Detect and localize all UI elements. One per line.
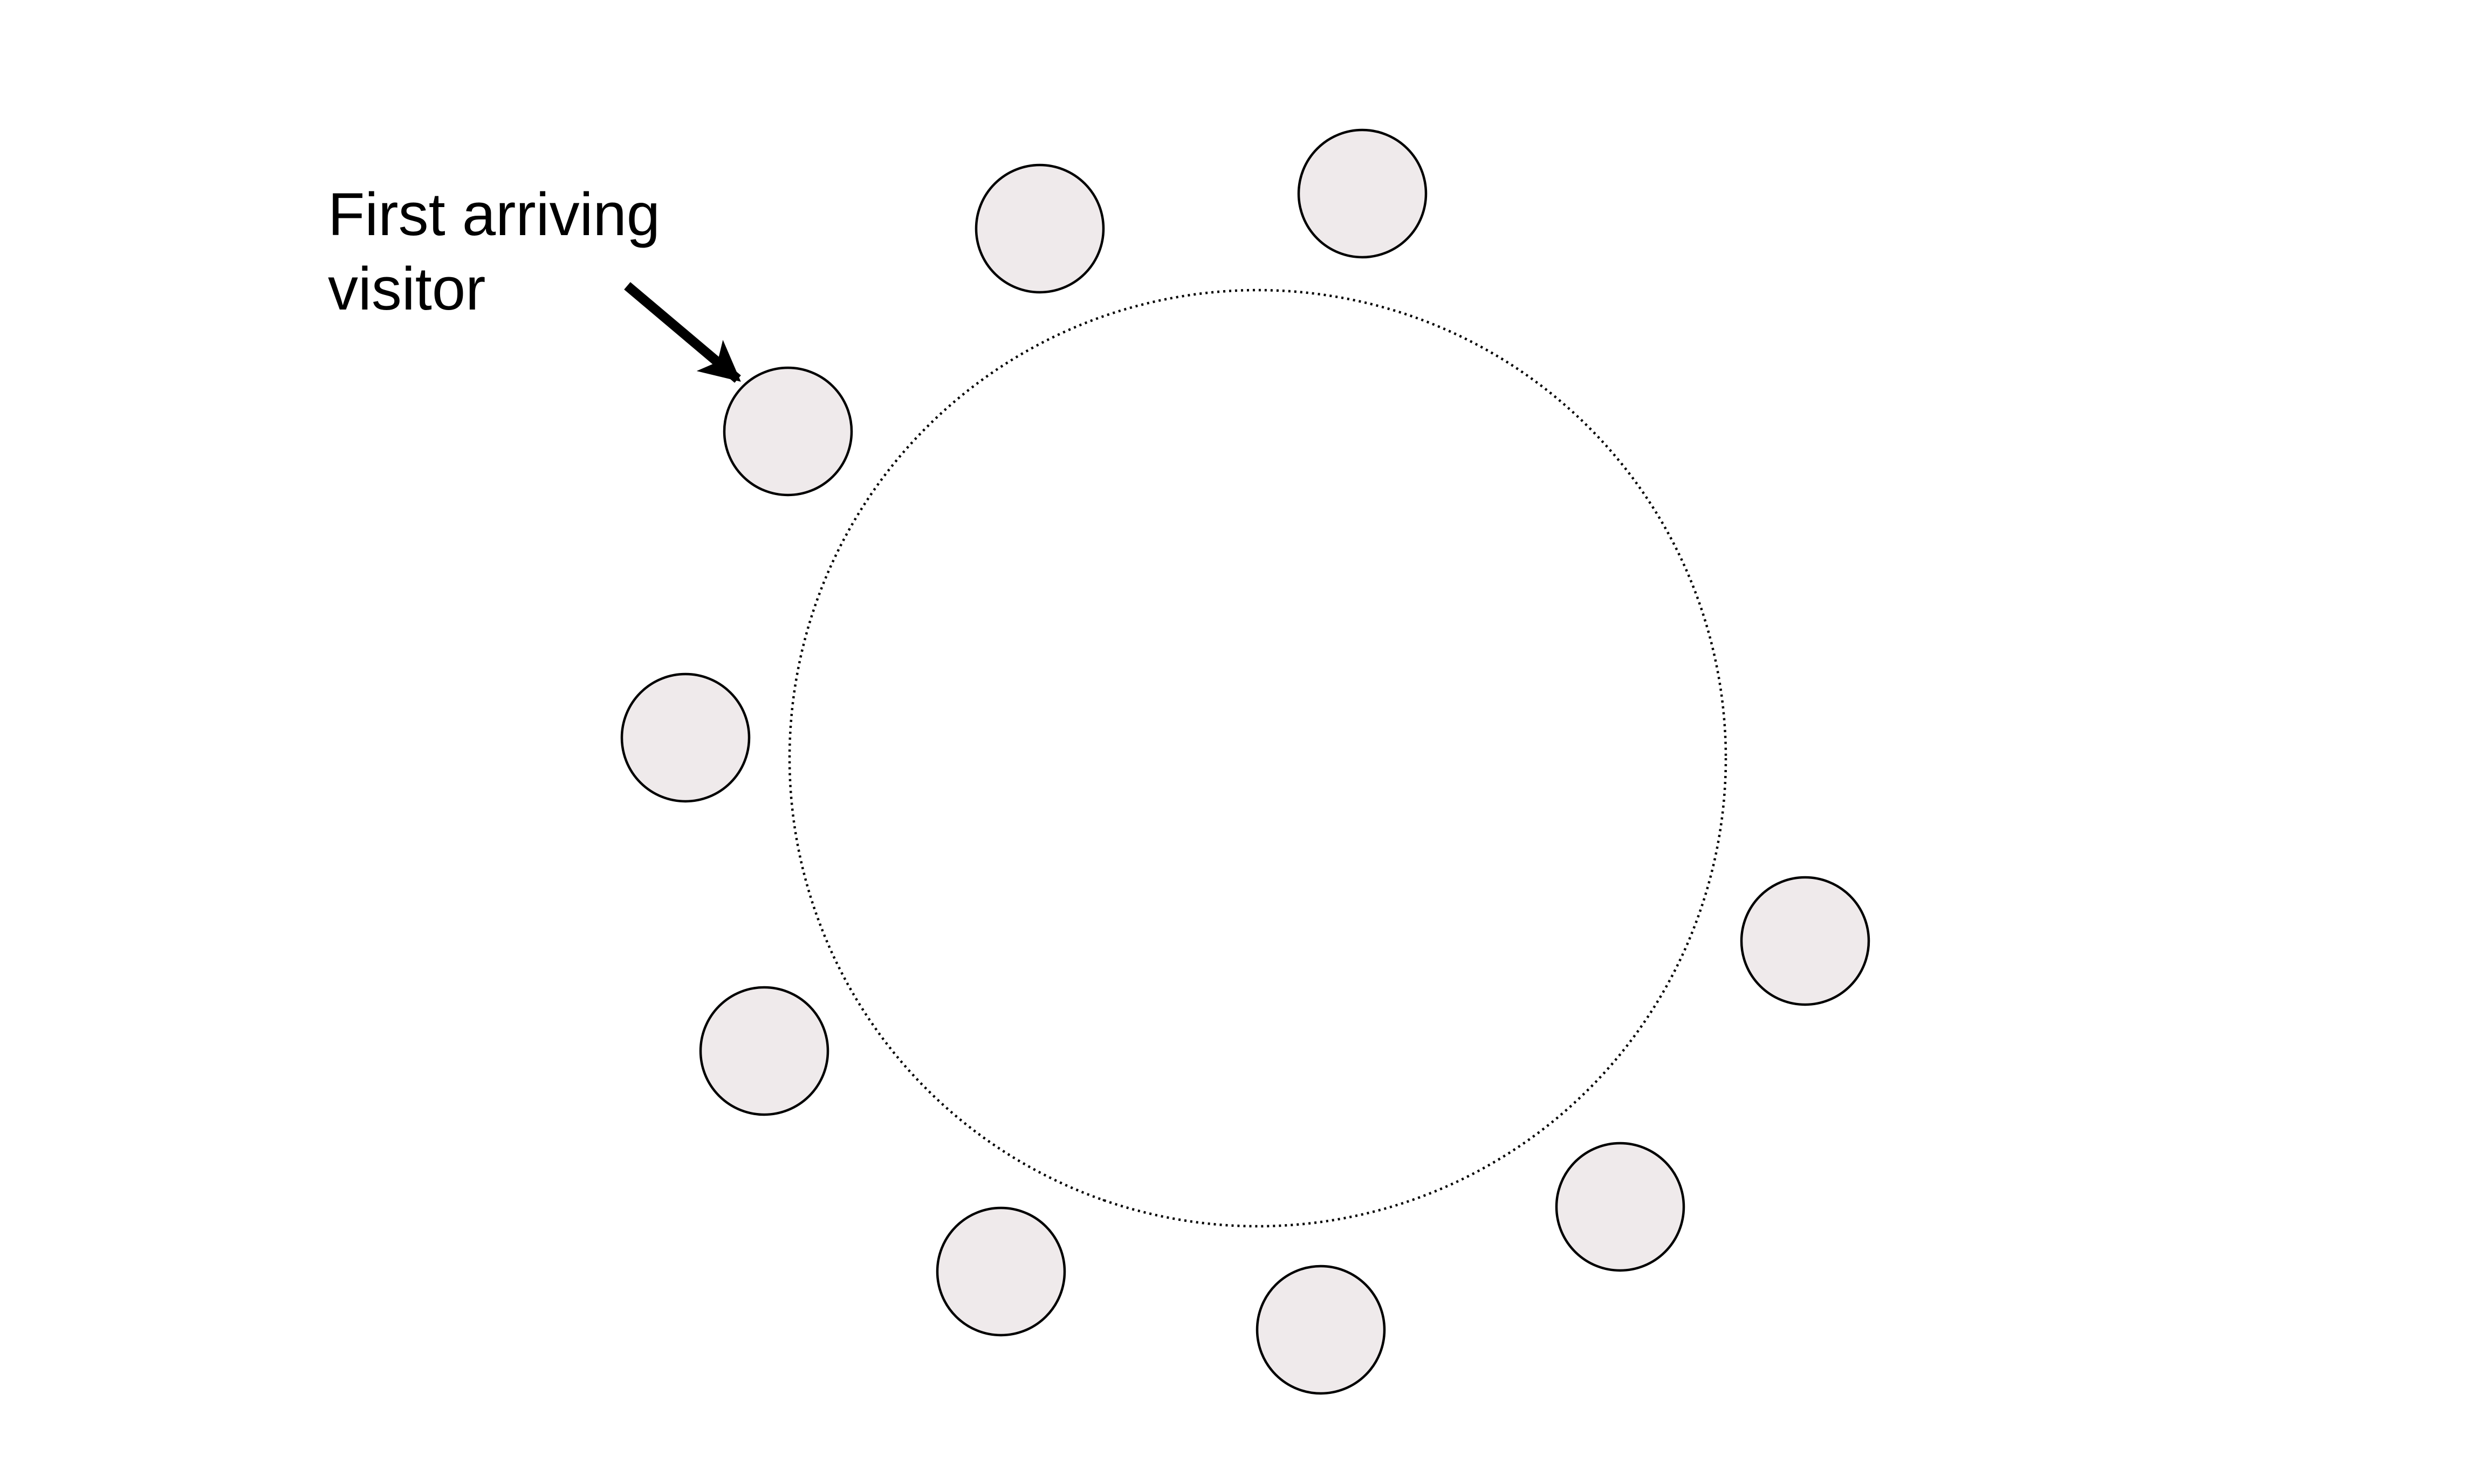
visitor xyxy=(1256,1265,1386,1395)
central-ring xyxy=(788,288,1727,1228)
visitors-group xyxy=(620,128,1870,1395)
visitor xyxy=(1740,876,1870,1006)
visitor xyxy=(620,672,751,803)
visitor-first-arriving xyxy=(723,366,853,497)
visitor xyxy=(1297,128,1428,259)
visitor xyxy=(699,986,829,1116)
visitor xyxy=(936,1206,1066,1337)
annotation-arrow xyxy=(624,282,741,383)
annotation-label: First arriving visitor xyxy=(328,181,677,322)
visitor xyxy=(1555,1142,1685,1272)
annotation-line-1: First arriving xyxy=(328,181,660,248)
annotation-line-2: visitor xyxy=(328,255,485,322)
visitor xyxy=(975,163,1105,294)
